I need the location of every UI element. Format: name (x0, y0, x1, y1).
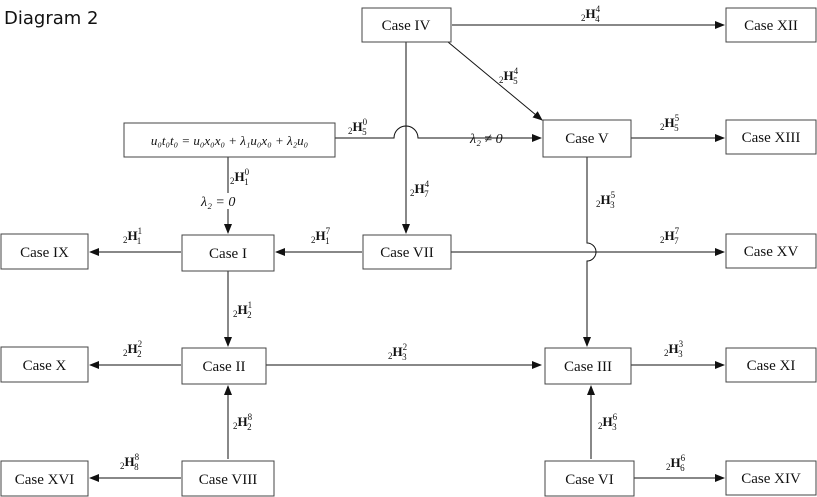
node-case-xv: Case XV (725, 233, 817, 269)
node-case-iii: Case III (544, 347, 632, 385)
node-case-xiv: Case XIV (725, 460, 817, 496)
node-case-v-label: Case V (565, 131, 609, 147)
edge-iv-v (447, 41, 543, 121)
node-case-iii-label: Case III (564, 359, 612, 375)
node-case-iv-label: Case IV (382, 18, 431, 34)
node-case-vii: Case VII (362, 234, 452, 270)
node-case-viii: Case VIII (181, 460, 275, 497)
node-case-xi-label: Case XI (747, 358, 796, 374)
node-case-ii: Case II (181, 347, 267, 385)
node-case-i: Case I (181, 234, 275, 272)
node-case-xiii: Case XIII (725, 119, 817, 155)
node-case-xi: Case XI (725, 347, 817, 383)
diagram-title: Diagram 2 (4, 8, 98, 29)
node-case-xvi-label: Case XVI (15, 472, 75, 488)
node-case-xiv-label: Case XIV (741, 471, 801, 487)
node-case-ix-label: Case IX (20, 245, 69, 261)
node-case-i-label: Case I (209, 246, 247, 262)
node-case-xii-label: Case XII (744, 18, 798, 34)
node-case-xvi: Case XVI (0, 460, 89, 497)
edge-eq-v (335, 125, 542, 142)
node-case-xii: Case XII (725, 7, 817, 43)
equation-label: u₀t₀t₀ = u₀x₀x₀ + λ₁u₀x₀ + λ₂u₀ (151, 133, 308, 148)
node-case-ii-label: Case II (203, 359, 246, 375)
label-eq-i-condition-bg (198, 193, 252, 209)
node-case-v: Case V (542, 119, 632, 158)
edges (89, 21, 725, 482)
node-case-vi-label: Case VI (565, 472, 613, 488)
node-case-xiii-label: Case XIII (742, 130, 801, 146)
label-eq-i-condition: λ₂ = 0 (200, 195, 235, 210)
label-eq-v-condition: λ₂ ≠ 0 (469, 132, 503, 147)
node-case-viii-label: Case VIII (199, 472, 257, 488)
node-case-vi: Case VI (544, 460, 635, 497)
node-equation: u₀t₀t₀ = u₀x₀x₀ + λ₁u₀x₀ + λ₂u₀ (123, 122, 336, 158)
node-case-iv: Case IV (361, 7, 452, 43)
node-case-vii-label: Case VII (380, 245, 433, 261)
node-case-ix: Case IX (0, 233, 89, 270)
node-case-xv-label: Case XV (744, 244, 799, 260)
node-case-x: Case X (0, 346, 89, 383)
node-case-x-label: Case X (23, 358, 67, 374)
